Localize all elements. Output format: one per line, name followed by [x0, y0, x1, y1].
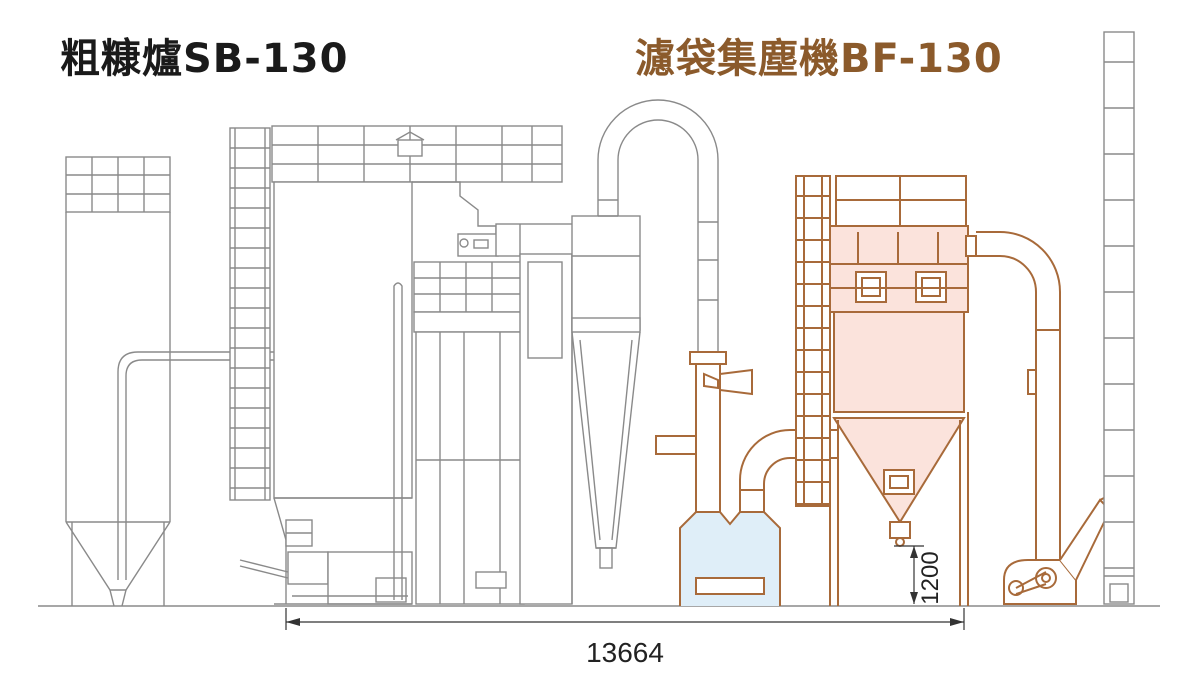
cyclone	[571, 215, 641, 569]
furnace-body	[239, 125, 579, 605]
furnace-ladder	[229, 127, 271, 501]
overall-width-dimension	[285, 608, 965, 630]
height-dimension	[894, 545, 924, 604]
height-label: 1200	[917, 551, 944, 604]
hopper-silo	[65, 156, 171, 607]
bag-filter	[829, 175, 969, 606]
collector-ladder-rungs	[796, 195, 830, 505]
dust-collector-name: 濾袋集塵機	[635, 36, 840, 82]
dust-collector-model: BF-130	[840, 36, 1003, 82]
exhaust-fan	[1003, 492, 1114, 605]
furnace-title: 粗糠爐SB-130	[60, 26, 348, 84]
dust-collector-title: 濾袋集塵機BF-130	[635, 26, 1003, 84]
outlet-duct	[965, 231, 1061, 560]
overall-width-label: 13664	[586, 637, 664, 668]
settling-box	[679, 511, 781, 606]
collector-ladder	[795, 175, 831, 507]
ladder-rungs	[230, 147, 270, 489]
furnace-name: 粗糠爐	[60, 36, 183, 82]
chimney	[1103, 31, 1135, 605]
furnace-frame	[415, 253, 573, 605]
gas-duct	[597, 99, 719, 352]
inlet-duct	[655, 351, 838, 513]
furnace-platform	[413, 261, 525, 333]
furnace-model: SB-130	[183, 36, 349, 82]
chimney-bands	[1104, 61, 1134, 569]
